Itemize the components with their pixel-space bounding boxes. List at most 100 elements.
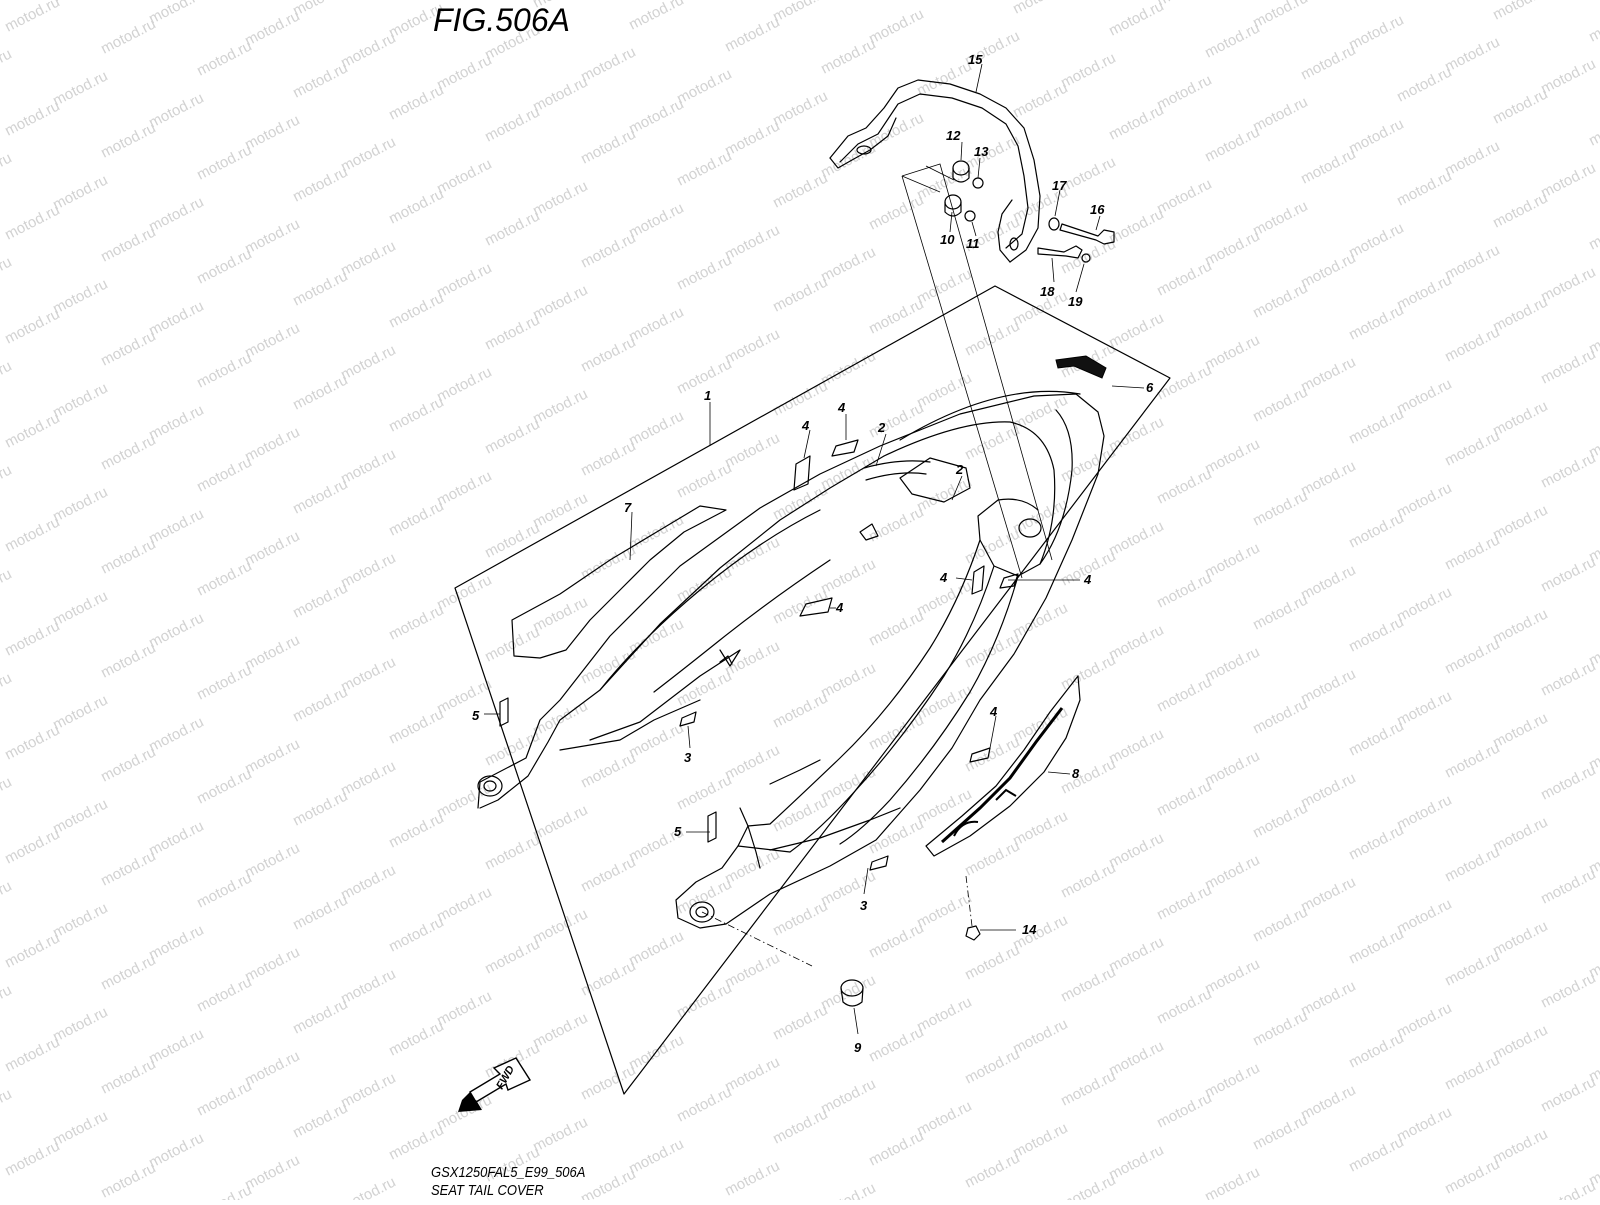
watermark-text: motod.ru [1538, 346, 1598, 388]
watermark-text: motod.ru [0, 566, 15, 608]
watermark-text: motod.ru [50, 380, 110, 422]
watermark-text: motod.ru [1298, 458, 1358, 500]
watermark-text: motod.ru [146, 0, 206, 28]
watermark-text: motod.ru [1346, 926, 1406, 968]
watermark-text: motod.ru [1106, 310, 1166, 352]
watermark-text: motod.ru [1346, 822, 1406, 864]
callout-4: 4 [801, 418, 810, 433]
watermark-text: motod.ru [1394, 376, 1454, 418]
emblem-6 [1055, 355, 1107, 379]
watermark-text: motod.ru [1154, 176, 1214, 218]
callout-4: 4 [1083, 572, 1092, 587]
watermark-text: motod.ru [1010, 912, 1070, 954]
watermark-text: motod.ru [434, 676, 494, 718]
watermark-text: motod.ru [290, 476, 350, 518]
watermark-text: motod.ru [98, 1160, 158, 1200]
watermark-text: motod.ru [770, 898, 830, 940]
watermark-text: motod.ru [0, 982, 15, 1024]
watermark-text: motod.ru [866, 920, 926, 962]
watermark-text: motod.ru [866, 504, 926, 546]
grommet-9 [840, 979, 864, 1007]
watermark-text: motod.ru [722, 534, 782, 576]
watermark-text: motod.ru [50, 68, 110, 110]
watermark-text: motod.ru [386, 1018, 446, 1060]
callout-9: 9 [854, 1040, 862, 1055]
watermark-text: motod.ru [386, 186, 446, 228]
watermark-text: motod.ru [386, 1122, 446, 1164]
callout-4: 4 [939, 570, 948, 585]
watermark-text: motod.ru [1250, 0, 1310, 32]
watermark-text: motod.ru [818, 972, 878, 1014]
watermark-text: motod.ru [530, 178, 590, 220]
callout-17: 17 [1052, 178, 1067, 193]
rail-bolts [1037, 217, 1115, 263]
watermark-text: motod.ru [338, 758, 398, 800]
watermark-text: motod.ru [1202, 1164, 1262, 1200]
watermark-text: motod.ru [1586, 4, 1600, 46]
watermark-text: motod.ru [1442, 242, 1502, 284]
watermark-text: motod.ru [1010, 0, 1070, 18]
watermark-text: motod.ru [434, 780, 494, 822]
watermark-text: motod.ru [530, 74, 590, 116]
watermark-text: motod.ru [1250, 280, 1310, 322]
watermark-text: motod.ru [866, 608, 926, 650]
watermark-text: motod.ru [962, 422, 1022, 464]
callout-3: 3 [684, 750, 692, 765]
watermark-text: motod.ru [1154, 466, 1214, 508]
watermark-text: motod.ru [578, 750, 638, 792]
watermark-text: motod.ru [0, 150, 15, 192]
watermark-text: motod.ru [434, 52, 494, 94]
watermark-text: motod.ru [1538, 450, 1598, 492]
watermark-text: motod.ru [770, 794, 830, 836]
watermark-text: motod.ru [530, 1010, 590, 1052]
watermark-text: motod.ru [818, 452, 878, 494]
watermark-text: motod.ru [818, 140, 878, 182]
watermark-text: motod.ru [338, 654, 398, 696]
watermark-text: motod.ru [242, 216, 302, 258]
watermark-text: motod.ru [914, 370, 974, 412]
watermark-text: motod.ru [0, 878, 15, 920]
watermark-text: motod.ru [674, 252, 734, 294]
watermark-text: motod.ru [1442, 948, 1502, 990]
watermark-text: motod.ru [722, 14, 782, 56]
watermark-text: motod.ru [434, 988, 494, 1030]
watermark-text: motod.ru [2, 1034, 62, 1076]
watermark-text: motod.ru [482, 728, 542, 770]
watermark-text: motod.ru [146, 818, 206, 860]
watermark-text: motod.ru [290, 164, 350, 206]
watermark-text: motod.ru [1490, 814, 1550, 856]
watermark-text: motod.ru [1442, 428, 1502, 470]
watermark-text: motod.ru [578, 334, 638, 376]
watermark-text: motod.ru [1106, 1038, 1166, 1080]
callout-12: 12 [946, 128, 961, 143]
watermark-text: motod.ru [1442, 34, 1502, 76]
watermark-text: motod.ru [290, 60, 350, 102]
watermark-text: motod.ru [98, 120, 158, 162]
model-code: GSX1250FAL5_E99_506A [431, 1163, 586, 1181]
watermark-text: motod.ru [1010, 808, 1070, 850]
watermark-text: motod.ru [98, 744, 158, 786]
watermark-text: motod.ru [2, 930, 62, 972]
watermark-text: motod.ru [1154, 362, 1214, 404]
watermark-text: motod.ru [98, 16, 158, 58]
watermark-text: motod.ru [530, 906, 590, 948]
watermark-text: motod.ru [1490, 190, 1550, 232]
watermark-text: motod.ru [626, 408, 686, 450]
watermark-text: motod.ru [1394, 480, 1454, 522]
callout-10: 10 [940, 232, 955, 247]
watermark-text: motod.ru [1010, 1016, 1070, 1058]
watermark-text: motod.ru [962, 526, 1022, 568]
watermark-text: motod.ru [1490, 0, 1550, 24]
watermark-text: motod.ru [1298, 146, 1358, 188]
watermark-text: motod.ru [1538, 160, 1598, 202]
watermark-text: motod.ru [194, 766, 254, 808]
watermark-text: motod.ru [770, 586, 830, 628]
callout-16: 16 [1090, 202, 1105, 217]
watermark-text: motod.ru [1394, 792, 1454, 834]
watermark-text: motod.ru [674, 876, 734, 918]
watermark-text: motod.ru [242, 528, 302, 570]
callout-15: 15 [968, 52, 983, 67]
watermark-text: motod.ru [338, 550, 398, 592]
seat-tail-cover [477, 390, 1105, 929]
